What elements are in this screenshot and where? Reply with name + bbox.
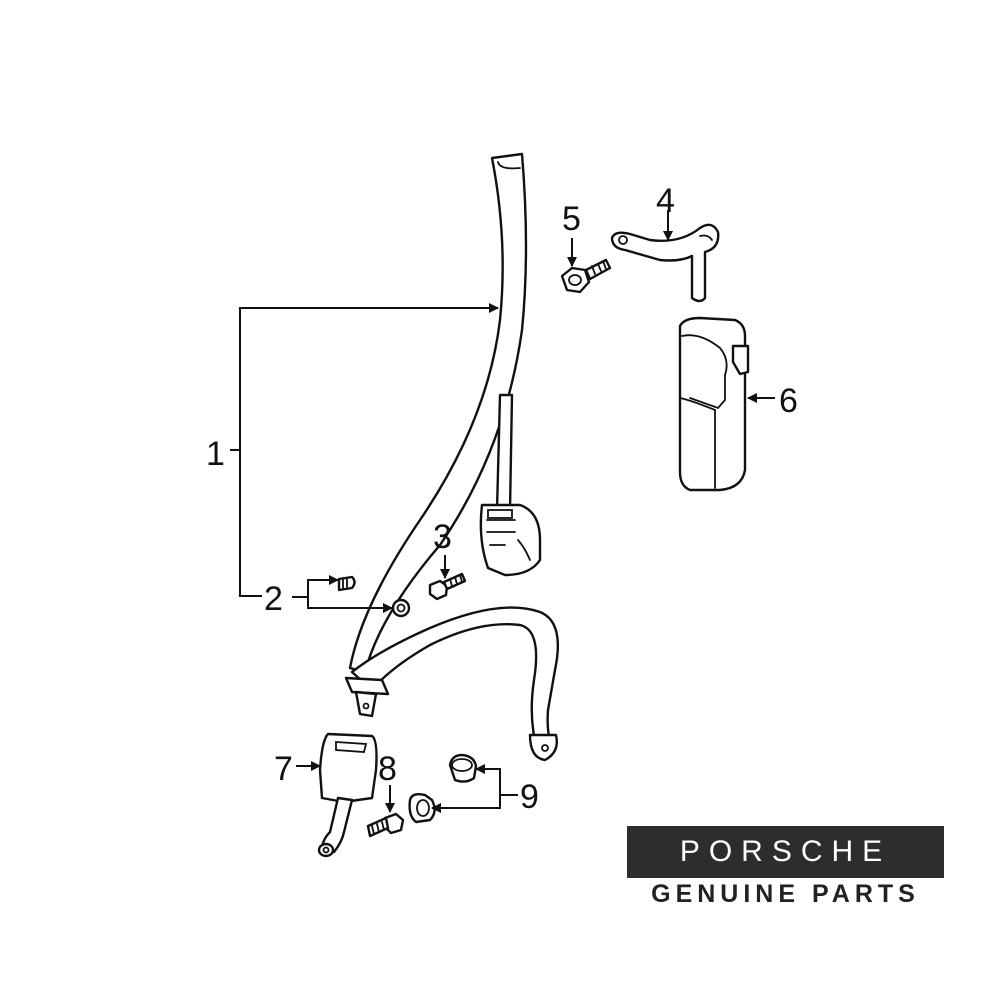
callout-7: 7 [274, 750, 293, 788]
callout-6: 6 [779, 382, 798, 420]
callout-5: 5 [562, 200, 581, 238]
bolt-5 [560, 258, 612, 294]
callout-3: 3 [433, 518, 452, 556]
anchor-bolt-and-washer [337, 575, 411, 618]
callout-2: 2 [264, 580, 283, 618]
lap-belt-strap [344, 606, 559, 762]
callout-8: 8 [378, 750, 397, 788]
porsche-logo: PORSCHE [627, 826, 944, 878]
spacer-upper [448, 753, 478, 783]
height-adjuster [610, 223, 720, 303]
logo-tagline: GENUINE PARTS [651, 880, 920, 908]
callout-1: 1 [206, 435, 225, 473]
logo-wordmark: PORSCHE [679, 835, 892, 868]
bolt-3 [428, 572, 467, 601]
spacer-lower [408, 792, 436, 824]
callout-9: 9 [520, 778, 539, 816]
callout-labels: 1 2 3 4 5 6 7 8 9 [206, 182, 798, 816]
seat-belt-buckle [317, 732, 378, 858]
bolt-8 [366, 812, 405, 838]
retractor-cover [678, 316, 750, 492]
belt-retractor [479, 503, 542, 577]
callout-4: 4 [656, 182, 675, 220]
leader-lines [230, 210, 775, 813]
